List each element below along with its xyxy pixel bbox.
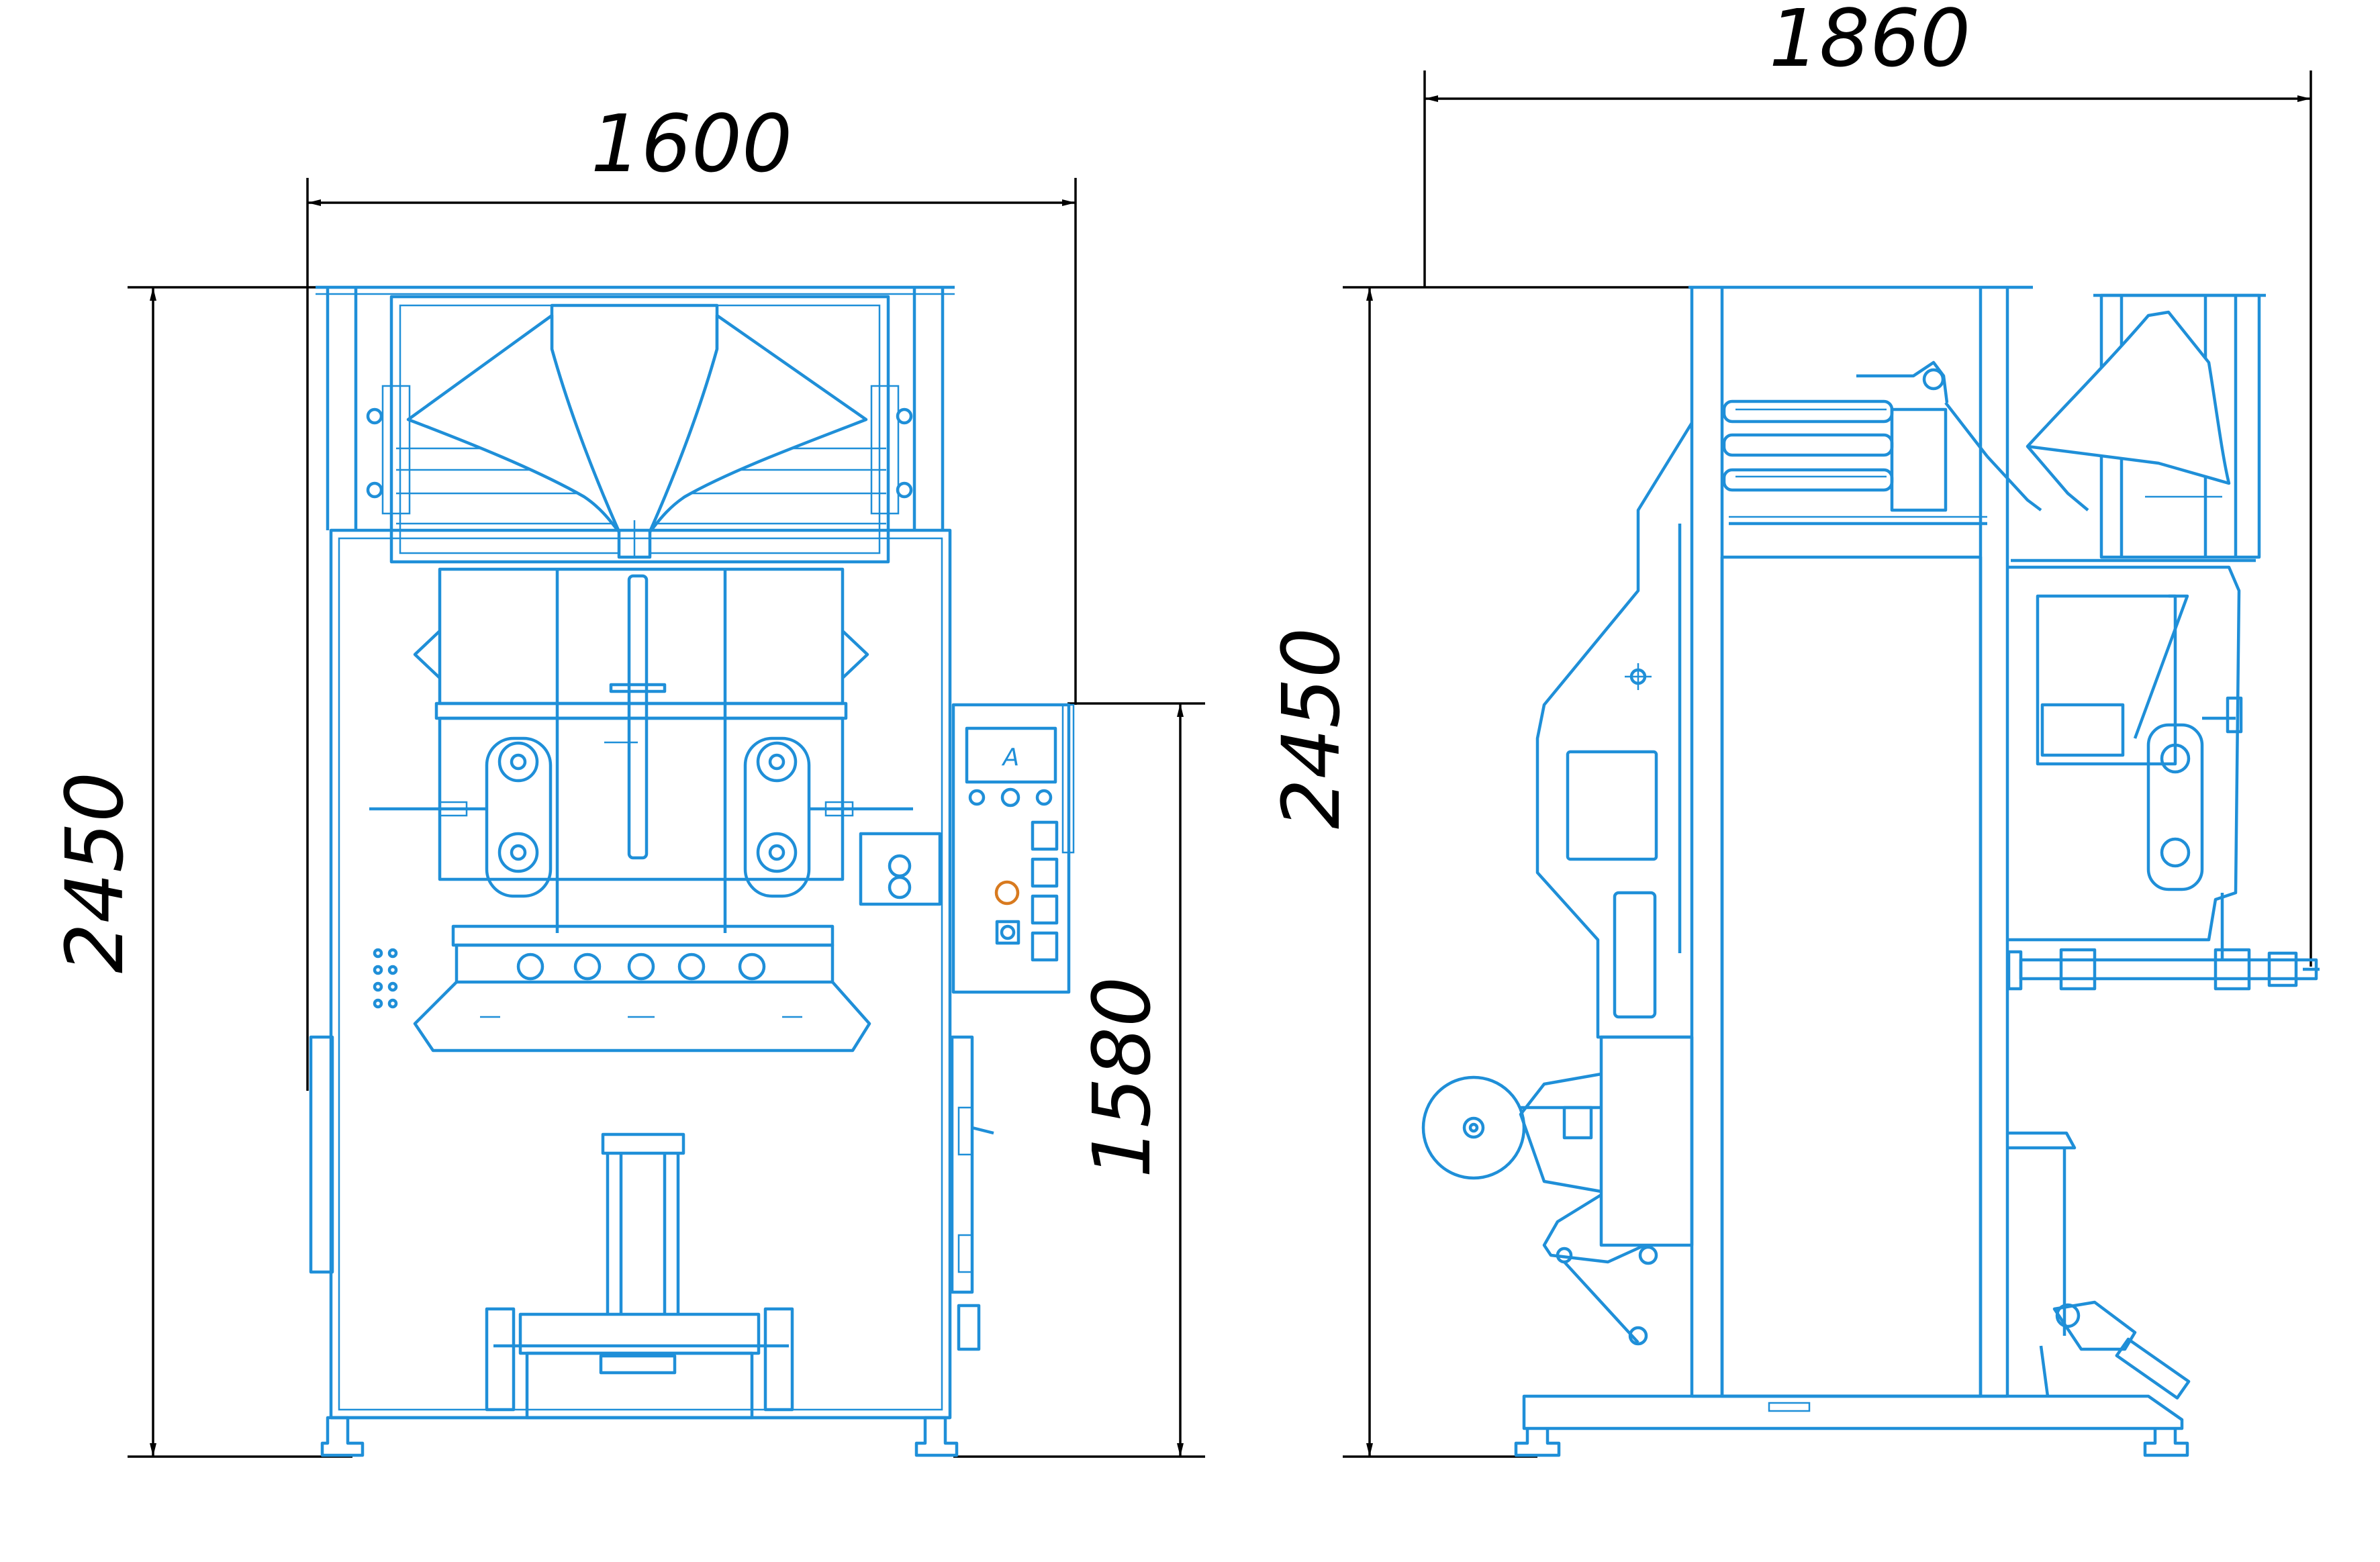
front-connectors — [373, 948, 994, 1351]
dim-front-height: 2450 — [48, 286, 443, 1458]
side-upper-rolls — [1722, 360, 2042, 526]
side-hopper — [2011, 293, 2266, 563]
side-forming — [2007, 565, 2243, 960]
dim-panel-height: 1580 — [953, 702, 1205, 1458]
front-body — [309, 528, 974, 1457]
dim-front-width: 1600 — [306, 97, 1077, 1091]
dim-side-width: 1860 — [1423, 0, 2312, 967]
dim-front-width-label: 1600 — [591, 97, 792, 190]
display-letter: A — [1002, 744, 1020, 771]
side-left-panel — [1421, 422, 1694, 1346]
dim-panel-height-label: 1580 — [1076, 977, 1168, 1178]
dimensions: 1600 2450 1580 1860 2450 — [48, 0, 2312, 1458]
front-control-panel: A — [859, 703, 1075, 994]
dim-side-height: 2450 — [1265, 286, 1705, 1458]
dim-side-height-label: 2450 — [1265, 628, 1358, 829]
front-view: A — [309, 285, 1075, 1457]
dim-side-width-label: 1860 — [1769, 0, 1970, 85]
dim-front-height-label: 2450 — [48, 772, 141, 973]
side-cylinder — [2007, 948, 2320, 991]
side-frame — [1514, 285, 2189, 1457]
front-funnels — [406, 303, 868, 559]
side-view — [1421, 285, 2320, 1457]
side-lower-right — [2007, 1131, 2191, 1400]
